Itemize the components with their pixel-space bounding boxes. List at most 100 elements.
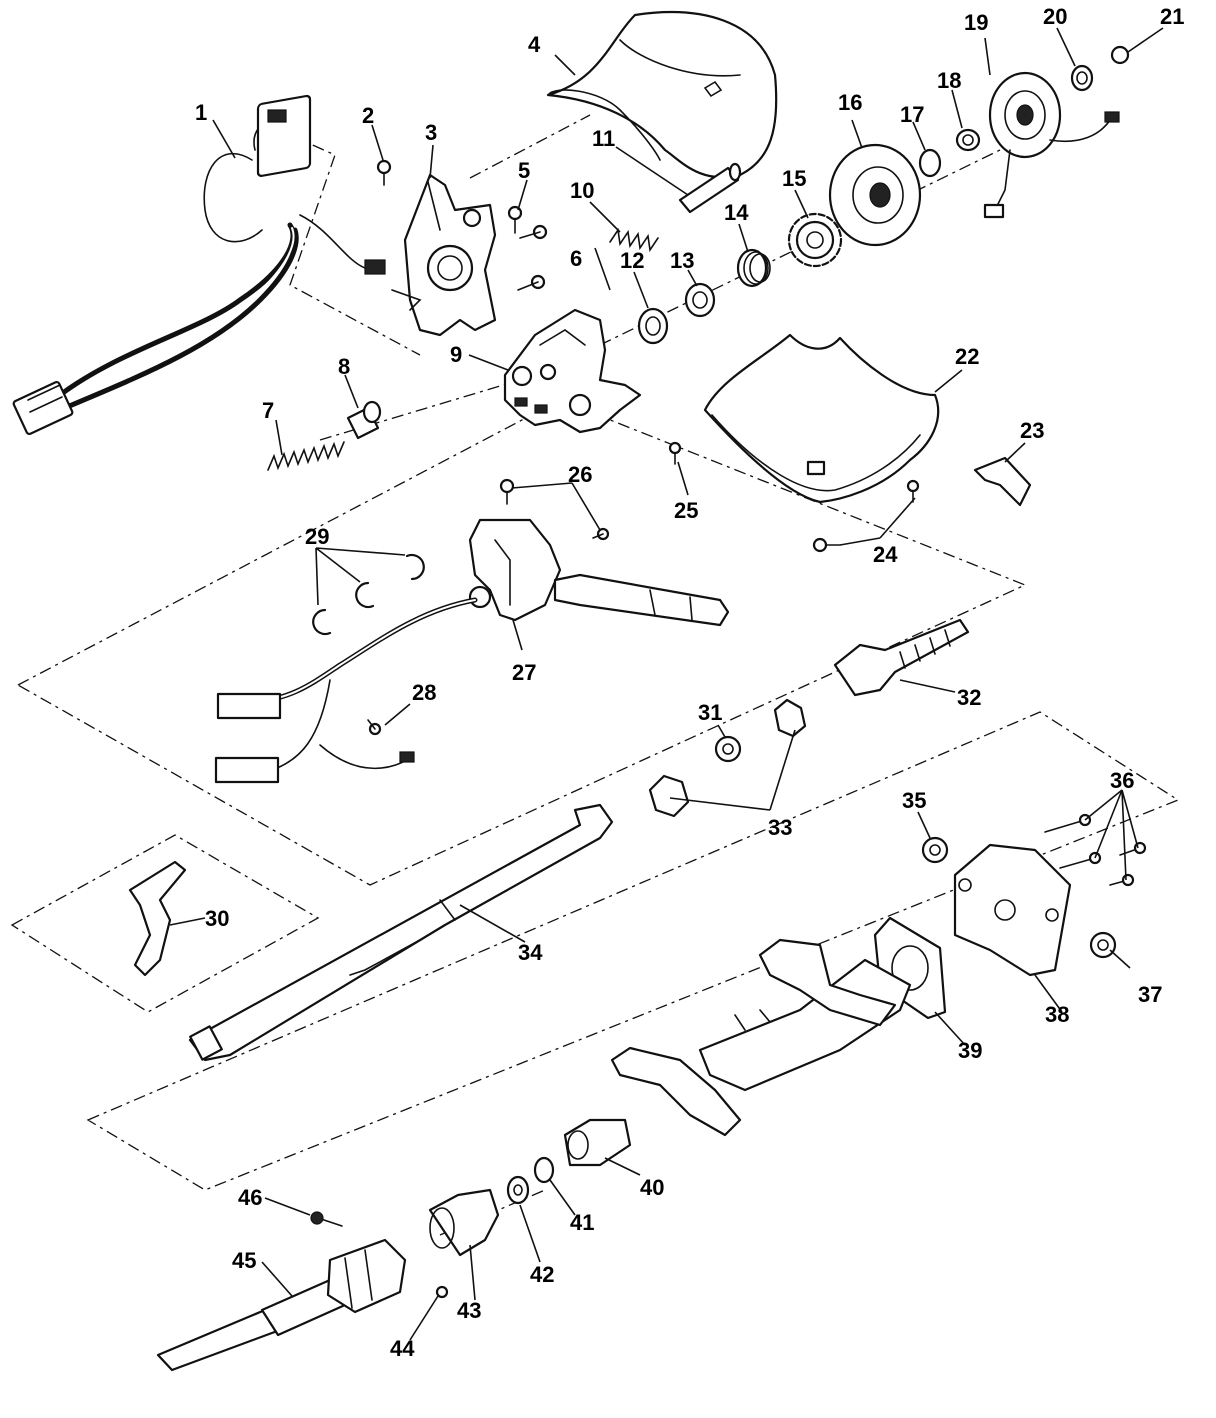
part-1-wiring-harness xyxy=(12,94,386,435)
spring-coils xyxy=(267,441,345,471)
callout-33: 33 xyxy=(768,815,792,840)
callout-32: 32 xyxy=(957,685,981,710)
part-38-mounting-bracket xyxy=(953,843,1072,977)
actuator-body xyxy=(503,308,642,434)
part-23-clip xyxy=(973,456,1032,507)
callout-24: 24 xyxy=(873,542,898,567)
callout-21: 21 xyxy=(1160,4,1184,29)
callout-43: 43 xyxy=(457,1298,481,1323)
part-3-lock-housing xyxy=(391,173,497,337)
switch-connector-upper xyxy=(216,692,282,720)
callout-42: 42 xyxy=(530,1262,554,1287)
part-35-bushing xyxy=(921,836,949,864)
callout-37: 37 xyxy=(1138,982,1162,1007)
part-9-lock-actuator xyxy=(503,308,642,434)
shroud-body xyxy=(546,11,778,179)
callout-28: 28 xyxy=(412,680,436,705)
group-frames xyxy=(10,114,1180,1236)
part-14-spring xyxy=(736,248,771,288)
callout-15: 15 xyxy=(782,166,806,191)
part-46-bolt xyxy=(310,1211,343,1227)
harness-loop-wire xyxy=(203,153,263,243)
callout-19: 19 xyxy=(964,10,988,35)
shaft-body xyxy=(188,803,614,1062)
callout-34: 34 xyxy=(518,940,543,965)
part-17-ring xyxy=(918,148,942,178)
part-30-lever xyxy=(128,860,187,977)
callout-27: 27 xyxy=(512,660,536,685)
part-25-screw xyxy=(668,441,682,465)
frame-upper-housing-right xyxy=(469,114,591,179)
callout-40: 40 xyxy=(640,1175,664,1200)
callout-30: 30 xyxy=(205,906,229,931)
callout-4: 4 xyxy=(528,32,541,57)
part-41-washer xyxy=(533,1156,555,1184)
callout-11: 11 xyxy=(592,126,615,151)
harness-connector-side xyxy=(364,259,386,275)
part-31-nut xyxy=(714,735,742,763)
callout-26: 26 xyxy=(568,462,592,487)
switch-connector-lower xyxy=(214,756,280,784)
frame-part-30 xyxy=(10,834,320,1013)
part-22-lower-shroud xyxy=(703,333,940,504)
callout-8: 8 xyxy=(338,354,350,379)
part-6-pivot xyxy=(594,247,611,291)
part-16-plate xyxy=(828,143,922,247)
callout-18: 18 xyxy=(937,68,961,93)
part-7-spring xyxy=(267,441,345,471)
part-34-lower-shaft xyxy=(188,803,614,1062)
part-18-ring xyxy=(955,128,981,152)
part-24-screws xyxy=(812,479,920,553)
lower-shroud-body xyxy=(703,333,940,504)
part-43-coupler xyxy=(428,1188,500,1257)
column-jacket xyxy=(610,938,912,1137)
harness-second-bundle xyxy=(57,227,299,413)
callout-23: 23 xyxy=(1020,418,1044,443)
harness-switch-body xyxy=(256,94,312,177)
callout-46: 46 xyxy=(238,1185,262,1210)
part-40-adapter xyxy=(563,1118,632,1167)
part-10-spring xyxy=(609,227,659,253)
jacket-flange xyxy=(610,1046,742,1137)
part-42-nut xyxy=(506,1175,530,1205)
part-45-intermediate-shaft xyxy=(156,1238,407,1372)
callout-1: 1 xyxy=(195,100,207,125)
callout-31: 31 xyxy=(698,700,722,725)
harness-main-bundle xyxy=(57,222,296,398)
callout-labels: 1 2 3 4 5 6 7 8 9 10 11 12 13 14 15 16 1… xyxy=(195,4,1184,1361)
callout-22: 22 xyxy=(955,344,979,369)
part-13-bearing xyxy=(684,282,716,318)
callout-9: 9 xyxy=(450,342,462,367)
callout-2: 2 xyxy=(362,103,374,128)
callout-36: 36 xyxy=(1110,768,1134,793)
frame-lower-column-group xyxy=(86,711,1180,1191)
callout-17: 17 xyxy=(900,102,924,127)
harness-end-connector xyxy=(12,381,74,435)
callout-20: 20 xyxy=(1043,4,1067,29)
part-21-nut xyxy=(1110,45,1130,65)
part-19-coil-assembly xyxy=(983,71,1120,219)
leader-lines xyxy=(169,27,1164,1341)
callout-16: 16 xyxy=(838,90,862,115)
callout-45: 45 xyxy=(232,1248,256,1273)
callout-5: 5 xyxy=(518,158,530,183)
part-8-pin xyxy=(346,400,382,440)
harness-connector-top xyxy=(267,109,287,123)
callout-3: 3 xyxy=(425,120,437,145)
callout-6: 6 xyxy=(570,246,582,271)
switch-stalk xyxy=(553,573,730,627)
callout-10: 10 xyxy=(570,178,594,203)
callout-41: 41 xyxy=(570,1210,594,1235)
callout-7: 7 xyxy=(262,398,274,423)
callout-25: 25 xyxy=(674,498,698,523)
callout-44: 44 xyxy=(390,1336,415,1361)
callout-12: 12 xyxy=(620,248,644,273)
part-28-screw xyxy=(367,719,382,736)
part-26-screws xyxy=(499,478,610,541)
callout-29: 29 xyxy=(305,524,329,549)
part-32-upper-shaft xyxy=(833,618,970,697)
part-29-retaining-rings xyxy=(312,553,425,636)
callout-39: 39 xyxy=(958,1038,982,1063)
callout-35: 35 xyxy=(902,788,926,813)
